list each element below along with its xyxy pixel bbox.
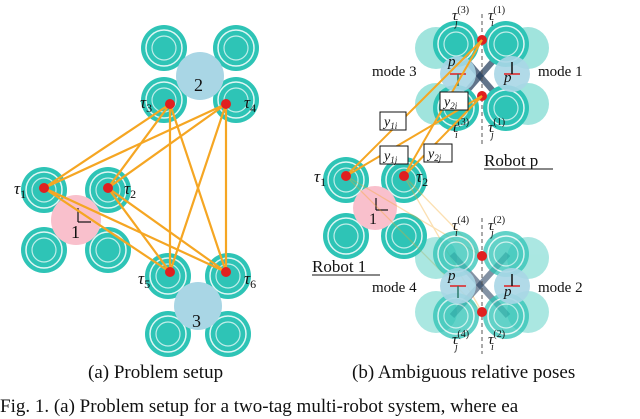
tag-label-tau3: τ3 <box>140 93 152 115</box>
robot-1-label: 1 <box>71 222 80 242</box>
robot-p-label: Robot p <box>484 151 538 170</box>
measurement-y1i: y1i <box>379 111 407 131</box>
robot-2: 2 <box>140 24 260 124</box>
tag-label-b-tau1: τ1 <box>314 167 326 189</box>
panel-a: 2 1 3 <box>14 24 260 358</box>
measurement-y2i: y2i <box>439 91 469 111</box>
figure-caption: Fig. 1. (a) Problem setup for a two-tag … <box>0 396 519 417</box>
p-label-mode4: p <box>447 268 456 284</box>
p-label-mode2: p <box>503 284 512 300</box>
mode-1-label: mode 1 <box>538 64 583 80</box>
measurement-y2j: y2j <box>423 143 453 163</box>
tau-j1-top: τ(1)j <box>488 117 505 141</box>
mode-2-label: mode 2 <box>538 280 583 296</box>
tag-label-tau4: τ4 <box>244 93 256 115</box>
robot-p-bottom: p p <box>432 230 530 340</box>
tag-label-tau2: τ2 <box>124 179 136 201</box>
caption-panel-b: (b) Ambiguous relative poses <box>352 362 576 383</box>
caption-panel-a: (a) Problem setup <box>88 362 224 383</box>
tau-i4-bottom: τ(4)i <box>452 215 469 239</box>
robot-1-b: 1 <box>322 156 428 260</box>
svg-text:y2j: y2j <box>426 147 442 163</box>
svg-text:y1j: y1j <box>382 149 398 165</box>
tag-label-tau5: τ5 <box>138 269 150 291</box>
robot-3: 3 <box>144 252 252 358</box>
tau-j3-top: τ(3)j <box>452 5 469 29</box>
tau-j4-bottom: τ(4)j <box>452 329 469 353</box>
robot-1-b-number: 1 <box>369 211 377 228</box>
tag-label-tau6: τ6 <box>244 269 256 291</box>
tau-i1-top: τ(1)i <box>488 5 505 29</box>
tau-j2-bottom: τ(2)j <box>488 215 505 239</box>
svg-text:y2i: y2i <box>442 95 458 111</box>
tau-i3-top: τ(3)i <box>452 117 469 141</box>
tag-label-b-tau2: τ2 <box>416 167 428 189</box>
measurement-y1j: y1j <box>379 145 409 165</box>
tag-label-tau1: τ1 <box>14 179 26 201</box>
mode-4-label: mode 4 <box>372 280 417 296</box>
measurement-edges <box>43 103 228 273</box>
ambiguous-edges <box>345 39 483 177</box>
panel-b: p p mode 3 mode 1 τ(3)j τ(1)i τ(3)i τ(1)… <box>312 5 583 354</box>
svg-text:y1i: y1i <box>382 115 398 131</box>
robot-2-label: 2 <box>194 75 203 95</box>
p-label-mode1: p <box>503 70 512 86</box>
p-label-mode3: p <box>447 54 456 70</box>
robot-3-label: 3 <box>192 311 201 331</box>
robot-1-label-b: Robot 1 <box>312 257 366 276</box>
mode-3-label: mode 3 <box>372 64 417 80</box>
tau-i2-bottom: τ(2)i <box>488 329 505 353</box>
